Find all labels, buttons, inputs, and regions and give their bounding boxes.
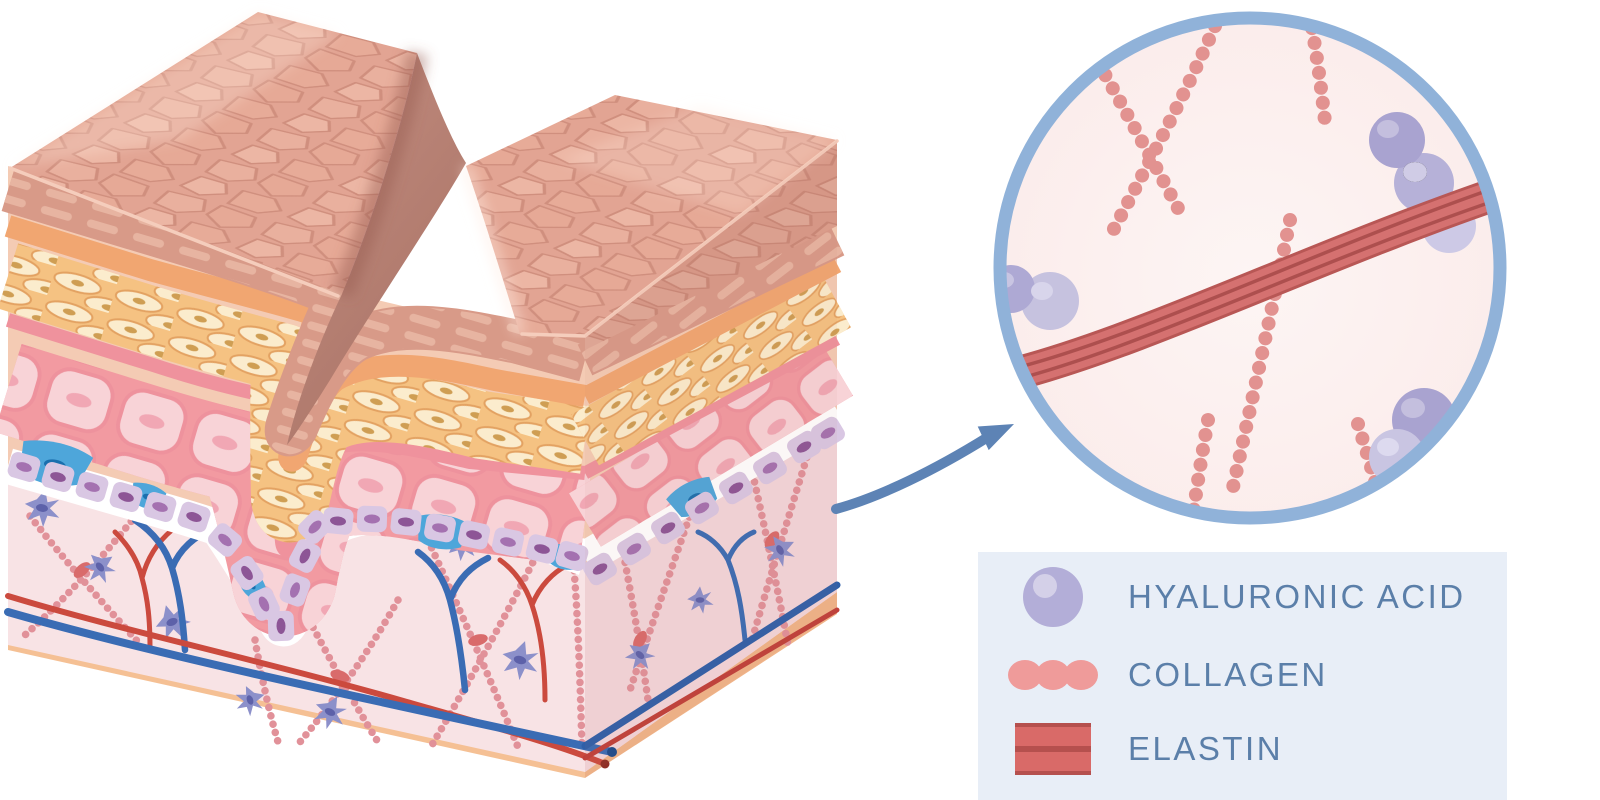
magnified-elastin-fiber — [1000, 179, 1496, 397]
magnifier-circle-border — [993, 11, 1507, 525]
legend: HYALURONIC ACID COLLAGEN ELASTIN — [978, 552, 1507, 800]
wrinkle-groove — [287, 53, 466, 445]
zoom-arrow — [831, 424, 1014, 514]
legend-label-collagen: COLLAGEN — [1128, 656, 1328, 693]
hyaluronic-acid-cluster — [1369, 112, 1476, 253]
zoom-arrow-shaft — [831, 432, 993, 514]
capillary-red — [112, 527, 175, 651]
capillary-blue — [695, 529, 757, 643]
top-face-left — [10, 12, 417, 294]
zoom-arrow-head — [977, 424, 1014, 451]
hyaluronic-acid-sphere-icon — [978, 565, 1128, 629]
top-bevel — [585, 140, 837, 350]
legend-item-elastin: ELASTIN — [978, 714, 1507, 784]
elastin-band-icon — [978, 722, 1128, 776]
skin-top-surface — [8, 12, 839, 445]
magnified-view — [993, 11, 1507, 525]
skin-block — [0, 12, 853, 778]
capillary-blue — [414, 548, 492, 694]
legend-item-hyaluronic-acid: HYALURONIC ACID — [978, 562, 1507, 632]
legend-label-elastin: ELASTIN — [1128, 730, 1284, 767]
collagen-chain-icon — [978, 652, 1128, 698]
legend-item-collagen: COLLAGEN — [978, 640, 1507, 710]
legend-label-hyaluronic-acid: HYALURONIC ACID — [1128, 578, 1466, 615]
subcutaneous-vessels — [4, 581, 841, 769]
